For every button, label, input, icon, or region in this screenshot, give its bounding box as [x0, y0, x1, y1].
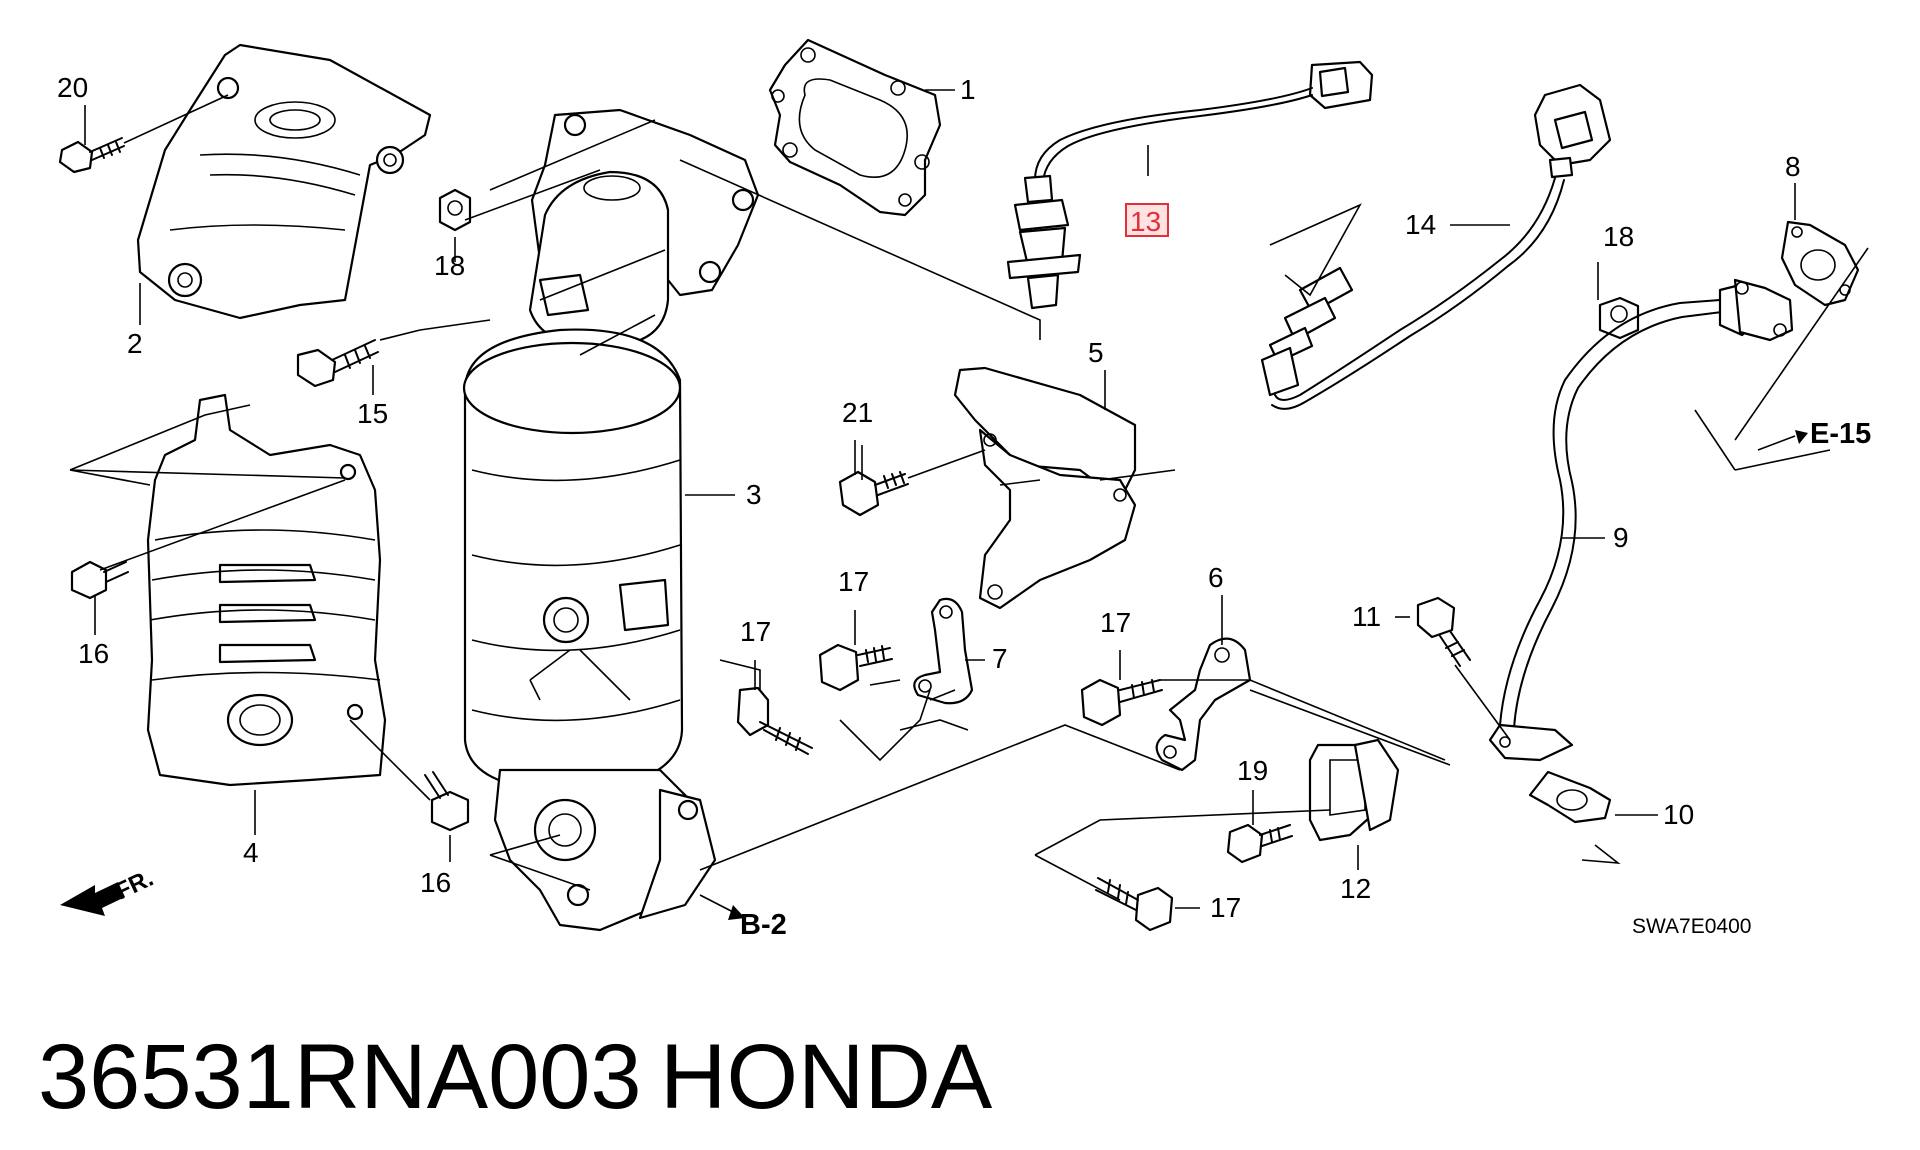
svg-text:6: 6	[1208, 562, 1224, 593]
bolt-part-17-c[interactable]	[1080, 678, 1163, 727]
bolt-part-15[interactable]	[296, 339, 379, 388]
arrow-to-e15	[1757, 430, 1808, 451]
bolt-part-19[interactable]	[1226, 823, 1293, 864]
svg-text:7: 7	[992, 643, 1008, 674]
svg-text:12: 12	[1340, 873, 1371, 904]
svg-text:5: 5	[1088, 337, 1104, 368]
svg-text:9: 9	[1613, 522, 1629, 553]
exhaust-gasket-part-1[interactable]	[768, 38, 942, 217]
svg-text:21: 21	[842, 397, 873, 428]
gasket-part-10[interactable]	[1528, 770, 1612, 824]
svg-text:15: 15	[357, 398, 388, 429]
caption-brand: HONDA	[660, 1026, 993, 1128]
svg-text:17: 17	[740, 616, 771, 647]
svg-text:17: 17	[838, 566, 869, 597]
front-direction-arrow	[60, 882, 125, 916]
bolt-part-17-b[interactable]	[736, 686, 813, 755]
small-bracket-part-7[interactable]	[913, 597, 974, 705]
nut-part-18-a[interactable]	[438, 188, 472, 232]
svg-text:B-2: B-2	[740, 909, 787, 941]
lower-heat-shield-part-4[interactable]	[146, 393, 387, 787]
bracket-part-5[interactable]	[953, 366, 1137, 610]
bolt-part-17-a[interactable]	[818, 643, 893, 692]
svg-text:19: 19	[1237, 755, 1268, 786]
part-caption: 36531RNA003 HONDA	[38, 1026, 993, 1128]
svg-text:18: 18	[1603, 221, 1634, 252]
svg-text:10: 10	[1663, 799, 1694, 830]
svg-text:3: 3	[746, 479, 762, 510]
svg-text:2: 2	[127, 328, 143, 359]
svg-text:4: 4	[243, 837, 259, 868]
bracket-part-6[interactable]	[1155, 637, 1252, 772]
svg-text:16: 16	[420, 867, 451, 898]
bolt-part-11[interactable]	[1416, 596, 1471, 667]
arrow-to-b2	[699, 894, 745, 920]
callout-13[interactable]: 13	[1130, 206, 1161, 237]
oxygen-sensor-part-13[interactable]	[1006, 60, 1374, 310]
svg-text:17: 17	[1100, 607, 1131, 638]
nut-part-18-b[interactable]	[1598, 296, 1640, 340]
highlight-box	[1125, 203, 1169, 237]
svg-text:17: 17	[1210, 892, 1241, 923]
svg-text:E-15: E-15	[1810, 418, 1871, 450]
secondary-oxygen-sensor-part-14[interactable]	[1260, 83, 1612, 410]
svg-text:11: 11	[1352, 601, 1381, 632]
clip-part-12[interactable]	[1308, 738, 1400, 842]
bolt-part-21[interactable]	[838, 449, 986, 517]
svg-text:18: 18	[434, 250, 465, 281]
svg-text:1: 1	[960, 74, 976, 105]
bolt-part-16-b[interactable]	[424, 771, 470, 832]
upper-heat-shield-part-2[interactable]	[136, 43, 432, 320]
gasket-part-8[interactable]	[1780, 220, 1860, 307]
svg-text:16: 16	[78, 638, 109, 669]
egr-pipe-part-9[interactable]	[1488, 278, 1794, 762]
svg-text:SWA7E0400: SWA7E0400	[1632, 915, 1751, 938]
bolt-part-20[interactable]	[58, 94, 229, 174]
catalytic-converter-part-3[interactable]	[462, 108, 760, 932]
svg-text:20: 20	[57, 72, 88, 103]
bolt-part-16-a[interactable]	[70, 560, 129, 600]
bolt-part-17-d[interactable]	[1095, 877, 1174, 932]
svg-text:8: 8	[1785, 151, 1801, 182]
callout-labels: 1 2 3 4 5 6 7 8 9 10 11 12 13 14 15 16 1…	[57, 72, 1871, 941]
caption-part-number: 36531RNA003	[38, 1026, 642, 1128]
svg-text:14: 14	[1405, 209, 1436, 240]
leader-lines	[69, 89, 1869, 909]
